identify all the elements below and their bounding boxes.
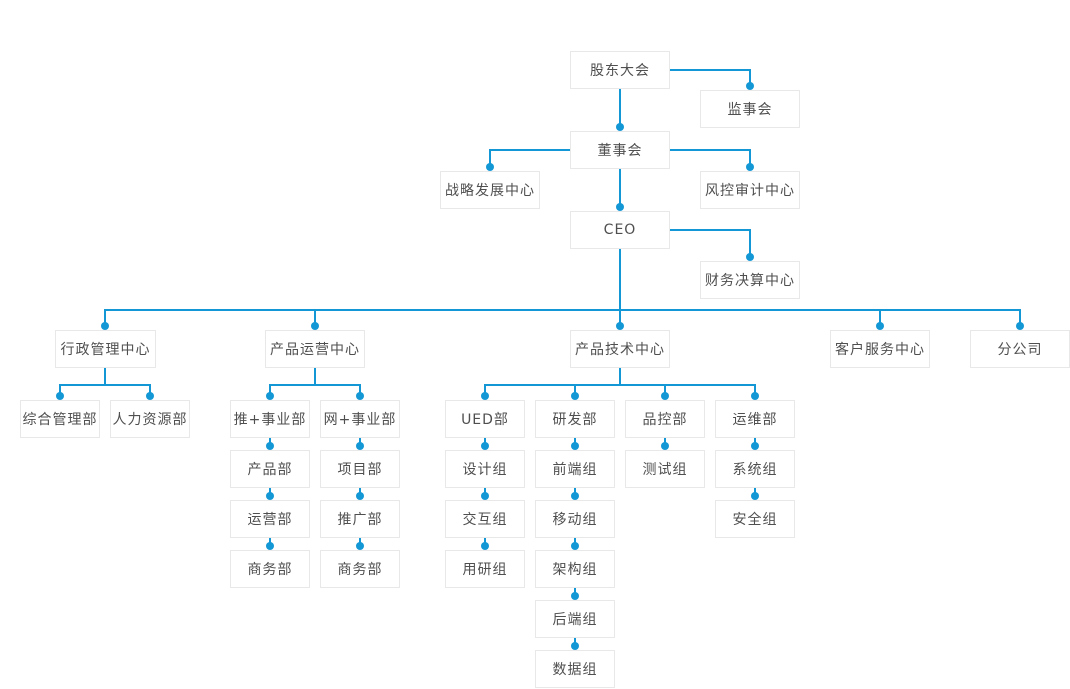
org-node-promotion-dept: 推广部	[320, 500, 400, 538]
connector-dot	[486, 163, 494, 171]
connector-dot	[571, 392, 579, 400]
connector-dot	[746, 163, 754, 171]
org-node-supervisory-board: 监事会	[700, 90, 800, 128]
org-node-backend-group: 后端组	[535, 600, 615, 638]
org-node-board-of-directors: 董事会	[570, 131, 670, 169]
org-node-mobile-group: 移动组	[535, 500, 615, 538]
connector-line	[670, 149, 751, 167]
org-node-architecture-group: 架构组	[535, 550, 615, 588]
connector-dot	[571, 442, 579, 450]
connector-dot	[661, 442, 669, 450]
connector-dot	[266, 392, 274, 400]
connector-dot	[481, 392, 489, 400]
connector-dot	[56, 392, 64, 400]
org-node-ops-maintenance-dept: 运维部	[715, 400, 795, 438]
connector-dot	[146, 392, 154, 400]
connector-line	[484, 384, 756, 396]
connector-dot	[356, 542, 364, 550]
connector-dot	[356, 492, 364, 500]
connector-dot	[101, 322, 109, 330]
org-node-interaction-group: 交互组	[445, 500, 525, 538]
connector-line	[489, 149, 570, 167]
org-node-shareholders-meeting: 股东大会	[570, 51, 670, 89]
org-node-qc-dept: 品控部	[625, 400, 705, 438]
org-node-security-group: 安全组	[715, 500, 795, 538]
connector-dot	[616, 123, 624, 131]
connector-dot	[1016, 322, 1024, 330]
org-node-project-dept: 项目部	[320, 450, 400, 488]
org-node-branch-company: 分公司	[970, 330, 1070, 368]
connector-dot	[481, 442, 489, 450]
connector-dot	[616, 203, 624, 211]
connector-line	[104, 309, 1021, 326]
connector-line	[670, 229, 751, 257]
org-node-finance-center: 财务决算中心	[700, 261, 800, 299]
org-node-ceo: CEO	[570, 211, 670, 249]
connector-line	[59, 384, 151, 396]
connector-dot	[481, 542, 489, 550]
connector-dot	[356, 442, 364, 450]
connector-dot	[266, 442, 274, 450]
org-node-strategy-dev-center: 战略发展中心	[440, 171, 540, 209]
connector-dot	[311, 322, 319, 330]
org-node-design-group: 设计组	[445, 450, 525, 488]
org-node-operations-dept: 运营部	[230, 500, 310, 538]
connector-dot	[571, 642, 579, 650]
connector-dot	[571, 592, 579, 600]
org-node-product-tech-center: 产品技术中心	[570, 330, 670, 368]
org-node-frontend-group: 前端组	[535, 450, 615, 488]
connector-dot	[746, 82, 754, 90]
org-node-hr-dept: 人力资源部	[110, 400, 190, 438]
connector-line	[670, 69, 751, 86]
connector-dot	[356, 392, 364, 400]
connector-dot	[751, 492, 759, 500]
org-node-customer-service-center: 客户服务中心	[830, 330, 930, 368]
org-node-risk-audit-center: 风控审计中心	[700, 171, 800, 209]
connector-dot	[481, 492, 489, 500]
org-node-admin-center: 行政管理中心	[55, 330, 156, 368]
org-node-product-dept: 产品部	[230, 450, 310, 488]
connector-dot	[751, 442, 759, 450]
org-node-business-dept-1: 商务部	[230, 550, 310, 588]
connector-dot	[661, 392, 669, 400]
connector-dot	[876, 322, 884, 330]
org-node-system-group: 系统组	[715, 450, 795, 488]
connector-line	[269, 384, 361, 396]
org-node-data-group: 数据组	[535, 650, 615, 688]
org-node-ued-dept: UED部	[445, 400, 525, 438]
connector-dot	[751, 392, 759, 400]
org-node-testing-group: 测试组	[625, 450, 705, 488]
org-node-business-dept-2: 商务部	[320, 550, 400, 588]
connector-dot	[571, 542, 579, 550]
org-node-rd-dept: 研发部	[535, 400, 615, 438]
org-node-product-ops-center: 产品运营中心	[265, 330, 365, 368]
org-node-user-research-group: 用研组	[445, 550, 525, 588]
org-node-wang-business-dept: 网+事业部	[320, 400, 400, 438]
org-node-tui-business-dept: 推+事业部	[230, 400, 310, 438]
connector-dot	[266, 492, 274, 500]
connector-dot	[616, 322, 624, 330]
connector-dot	[746, 253, 754, 261]
connector-dot	[571, 492, 579, 500]
org-node-general-mgmt-dept: 综合管理部	[20, 400, 100, 438]
connector-dot	[266, 542, 274, 550]
